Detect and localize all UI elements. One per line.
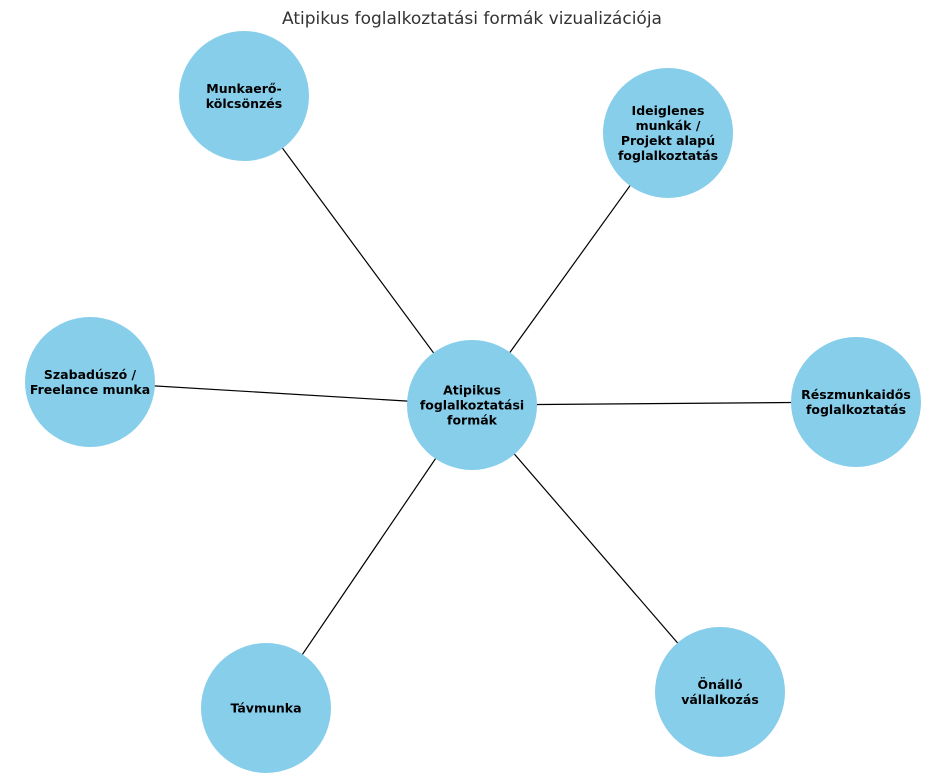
node-munkaero: Munkaerő-kölcsönzés xyxy=(179,31,309,161)
node-label-reszmunkaidos-line-0: Részmunkaidős xyxy=(801,387,911,402)
node-label-munkaero-line-1: kölcsönzés xyxy=(206,96,282,111)
node-label-ideiglenes-line-3: foglalkoztatás xyxy=(618,148,718,163)
node-label-munkaero-line-0: Munkaerő- xyxy=(206,81,281,96)
node-circle-munkaero xyxy=(179,31,309,161)
node-label-reszmunkaidos-line-1: foglalkoztatás xyxy=(806,402,906,417)
node-label-center-line-0: Atipikus xyxy=(443,383,501,398)
node-circle-szabaduszo xyxy=(25,317,155,447)
node-tavmunka: Távmunka xyxy=(201,643,331,773)
node-label-ideiglenes-line-0: Ideiglenes xyxy=(632,103,705,118)
node-label-onallo-line-1: vállalkozás xyxy=(681,692,759,707)
node-circle-onallo xyxy=(655,627,785,757)
node-circle-tavmunka xyxy=(201,643,331,773)
node-label-szabaduszo-line-0: Szabadúszó / xyxy=(44,367,137,382)
node-label-center-line-2: formák xyxy=(447,413,498,428)
node-label-center-line-1: foglalkoztatási xyxy=(420,398,524,413)
node-circle-reszmunkaidos xyxy=(791,337,921,467)
node-label-szabaduszo-line-1: Freelance munka xyxy=(30,382,150,397)
node-label-ideiglenes-line-2: Projekt alapú xyxy=(621,133,715,148)
node-label-tavmunka-line-0: Távmunka xyxy=(230,701,301,716)
diagram-title: Atipikus foglalkoztatási formák vizualiz… xyxy=(282,9,662,29)
node-circle-ideiglenes xyxy=(603,68,733,198)
node-szabaduszo: Szabadúszó /Freelance munka xyxy=(25,317,155,447)
node-circle-center xyxy=(407,340,537,470)
node-label-onallo-line-0: Önálló xyxy=(697,677,743,692)
node-label-ideiglenes-line-1: munkák / xyxy=(636,118,701,133)
